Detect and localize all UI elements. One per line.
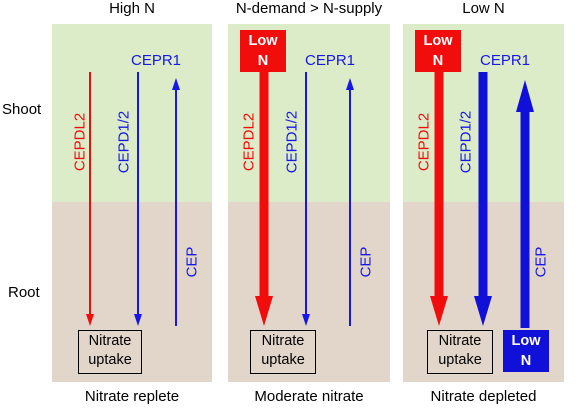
low-n-line-1: Low [423,33,453,49]
panel-caption: Nitrate depleted [430,388,537,405]
cepdl2-label: CEPDL2 [72,113,89,171]
cep-cepr1-arrow [172,78,180,326]
cepd12-arrow [474,72,492,326]
cep-cepr1-arrow [346,78,354,326]
cepd12-label: CEPD1/2 [284,111,301,174]
uptake-line-2: uptake [261,352,305,368]
uptake-line-1: Nitrate [88,333,132,349]
signaling-arrows: CEPDL2 CEPD1/2 CEPR1 CEP [241,52,375,326]
panel-caption: Moderate nitrate [254,388,364,405]
cep-label: CEP [533,247,550,278]
nitrate-uptake-box: Nitrate uptake [78,330,142,374]
signaling-arrows: CEPDL2 CEPD1/2 CEPR1 CEP [72,52,201,326]
cepd12-label: CEPD1/2 [458,111,475,174]
panel-title: Low N [462,0,505,17]
cepd12-arrow [134,72,142,326]
uptake-line-2: uptake [438,352,482,368]
cepdl2-arrow [255,72,273,326]
panel-title: High N [109,0,155,17]
cepdl2-arrow [86,72,94,326]
low-n-shoot-badge: Low N [240,30,286,72]
uptake-line-2: uptake [88,352,132,368]
low-n-line-1: Low [511,333,541,349]
signaling-arrows: CEPDL2 CEPD1/2 CEPR1 CEP [416,52,550,328]
cepr1-label: CEPR1 [305,52,355,69]
cepr1-label: CEPR1 [480,52,530,69]
shoot-row-label: Shoot [2,101,42,118]
low-n-line-2: N [432,53,444,69]
panel-caption: Nitrate replete [84,388,180,405]
nitrate-uptake-box: Nitrate uptake [250,330,316,374]
uptake-line-1: Nitrate [438,333,482,349]
root-region [228,202,390,382]
root-row-label: Root [8,284,40,301]
low-n-shoot-badge: Low N [415,30,461,72]
low-n-line-1: Low [248,33,278,49]
low-n-line-2: N [520,353,532,369]
cepdl2-label: CEPDL2 [416,113,433,171]
panel-high-n: High N CEPDL2 CEPD1/2 CEPR1 CEP Nitrate … [52,0,212,414]
panel-title: N-demand > N-supply [235,0,383,17]
uptake-line-1: Nitrate [261,333,305,349]
shoot-region [52,24,212,202]
panel-low-n: Low N CEPDL2 CEPD1/2 CEPR1 CEP Low N Nit… [403,0,564,414]
low-n-line-2: N [257,53,269,69]
cep-label: CEP [184,247,201,278]
cepdl2-arrow [430,72,448,326]
low-n-root-badge: Low N [503,330,549,372]
cepd12-arrow [302,72,310,326]
cepdl2-label: CEPDL2 [241,113,258,171]
cep-label: CEP [358,247,375,278]
cep-cepr1-arrow [516,80,534,328]
cepd12-label: CEPD1/2 [116,111,133,174]
cepr1-label: CEPR1 [131,52,181,69]
nitrate-uptake-box: Nitrate uptake [427,330,493,374]
panel-n-demand: N-demand > N-supply CEPDL2 CEPD1/2 CEPR1… [228,0,390,414]
